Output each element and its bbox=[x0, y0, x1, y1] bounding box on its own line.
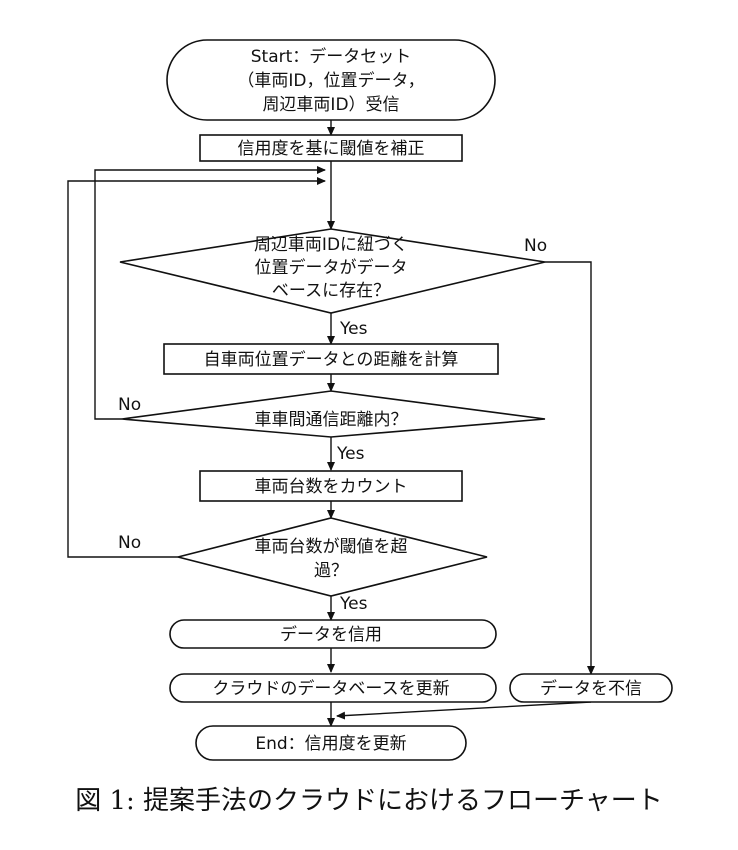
decision-exists-yes-label: Yes bbox=[339, 319, 368, 339]
decision-threshold-line-1: 車両台数が閾値を超 bbox=[255, 537, 408, 557]
decision-range-text: 車車間通信距離内？ bbox=[255, 410, 408, 430]
connectors bbox=[67, 120, 595, 727]
decision-exists-line-2: 位置データがデータ bbox=[255, 257, 408, 278]
edge-decision2-loop bbox=[94, 166, 326, 420]
decision-exists-line-3: ベースに存在？ bbox=[272, 281, 390, 301]
trust-data-node: データを信用 bbox=[169, 619, 497, 649]
end-text: End：信用度を更新 bbox=[255, 734, 406, 754]
start-node: Start：データセット （車両ID，位置データ， 周辺車両ID）受信 bbox=[166, 39, 496, 121]
figure-caption: 図 1: 提案手法のクラウドにおけるフローチャート bbox=[75, 786, 663, 816]
trust-data-text: データを信用 bbox=[280, 624, 382, 645]
update-database-text: クラウドのデータベースを更新 bbox=[212, 678, 449, 699]
decision-threshold-yes-label: Yes bbox=[339, 594, 368, 614]
edge-decision1-distrust bbox=[545, 261, 595, 675]
end-node: End：信用度を更新 bbox=[195, 725, 467, 761]
decision-range-node: 車車間通信距離内？ bbox=[121, 390, 546, 438]
decision-threshold-no-label: No bbox=[118, 533, 141, 553]
calc-distance-text: 自車両位置データとの距離を計算 bbox=[204, 349, 459, 370]
count-vehicles-node: 車両台数をカウント bbox=[199, 470, 463, 502]
update-database-node: クラウドのデータベースを更新 bbox=[169, 673, 497, 703]
decision-exists-no-label: No bbox=[524, 236, 547, 256]
distrust-data-node: データを不信 bbox=[509, 673, 673, 703]
edge-distrust-end bbox=[336, 701, 592, 720]
flowchart-canvas: Start：データセット （車両ID，位置データ， 周辺車両ID）受信 信用度を… bbox=[67, 39, 673, 761]
start-line-3: 周辺車両ID）受信 bbox=[262, 95, 399, 115]
adjust-threshold-text: 信用度を基に閾値を補正 bbox=[238, 139, 425, 159]
decision-threshold-line-2: 過？ bbox=[314, 561, 348, 581]
decision-threshold-node: 車両台数が閾値を超 過？ bbox=[177, 517, 488, 597]
start-line-2: （車両ID，位置データ， bbox=[237, 70, 424, 91]
start-line-1: Start：データセット bbox=[251, 46, 412, 67]
distrust-data-text: データを不信 bbox=[540, 678, 642, 699]
decision-exists-line-1: 周辺車両IDに紐づく bbox=[254, 235, 408, 255]
decision-range-yes-label: Yes bbox=[336, 444, 365, 464]
decision-exists-node: 周辺車両IDに紐づく 位置データがデータ ベースに存在？ bbox=[119, 228, 546, 314]
count-vehicles-text: 車両台数をカウント bbox=[255, 477, 408, 497]
calc-distance-node: 自車両位置データとの距離を計算 bbox=[163, 343, 499, 375]
adjust-threshold-node: 信用度を基に閾値を補正 bbox=[199, 134, 463, 162]
edge-decision3-loop bbox=[67, 177, 326, 558]
decision-range-no-label: No bbox=[118, 395, 141, 415]
